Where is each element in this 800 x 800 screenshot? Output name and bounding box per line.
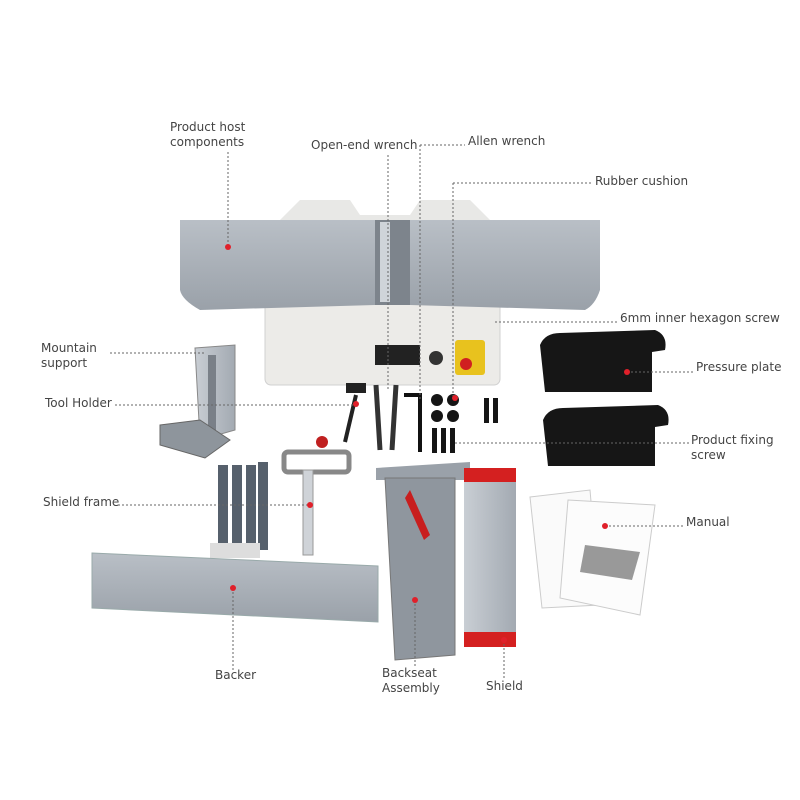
- label-line: Backseat: [382, 666, 437, 680]
- tool-holder: [343, 383, 366, 443]
- label-line: Product host: [170, 120, 246, 134]
- planer-host: [180, 200, 600, 386]
- label-line: screw: [691, 448, 726, 462]
- label-shield-frame: Shield frame: [43, 495, 120, 509]
- shield-frame: [281, 436, 352, 556]
- label-open-end-wrench: Open-end wrench: [311, 138, 418, 152]
- backseat-assembly: [376, 462, 470, 661]
- label-allen-wrench: Allen wrench: [468, 134, 546, 148]
- label-hex-screw: 6mm inner hexagon screw: [620, 311, 780, 325]
- allen-wrench: [404, 393, 422, 452]
- label-line: Mountain: [41, 341, 97, 355]
- mountain-support: [159, 344, 236, 459]
- label-rubber-cushion: Rubber cushion: [595, 174, 689, 188]
- label-backer: Backer: [215, 668, 257, 682]
- callout-dots: [225, 244, 630, 643]
- label-line: components: [170, 135, 245, 149]
- label-manual: Manual: [686, 515, 730, 529]
- label-shield: Shield: [486, 679, 523, 693]
- label-line: Assembly: [382, 681, 440, 695]
- label-line: support: [41, 356, 88, 370]
- open-end-wrench: [373, 384, 399, 451]
- label-tool-holder: Tool Holder: [45, 396, 112, 410]
- label-line: Product fixing: [691, 433, 774, 447]
- backer-assembly: [91, 462, 379, 623]
- rubber-cushions: [431, 394, 498, 453]
- manual: [529, 489, 656, 616]
- leader-lines: [110, 144, 694, 680]
- pressure-plates: [540, 330, 669, 466]
- label-pressure-plate: Pressure plate: [696, 360, 782, 374]
- shield: [464, 468, 516, 647]
